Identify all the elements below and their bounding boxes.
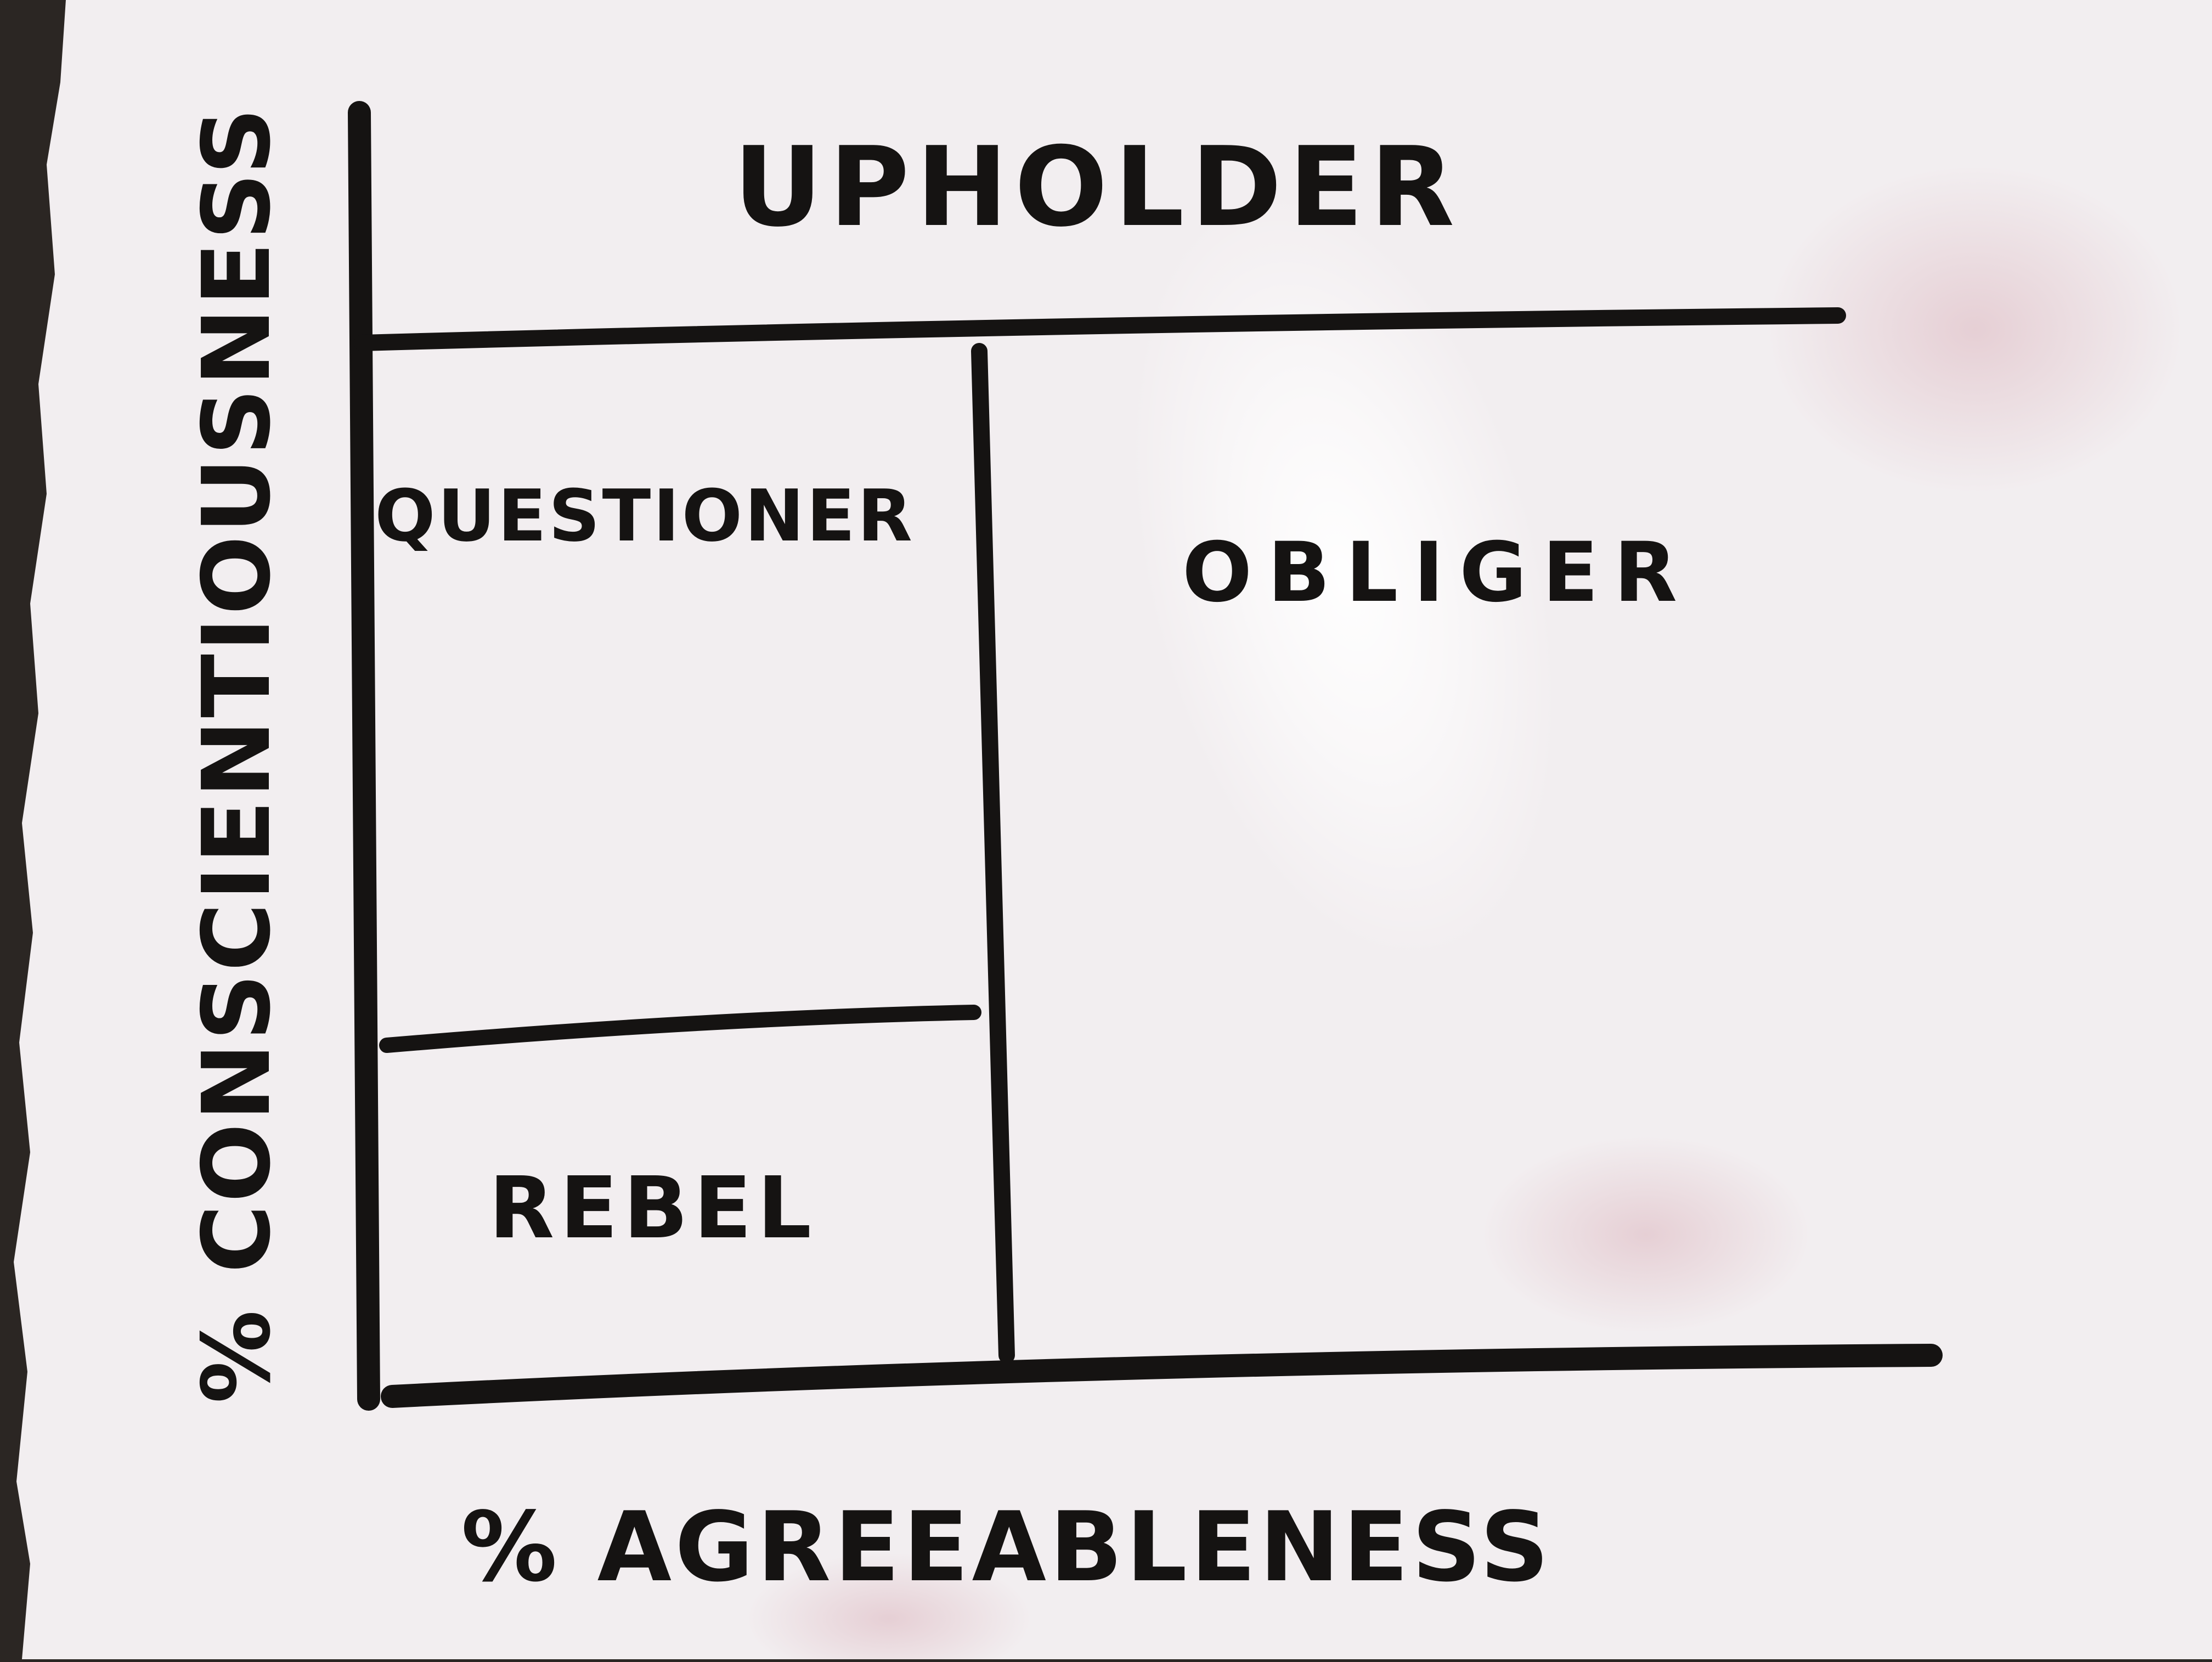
y-axis-line [348,101,380,1411]
rebel-label: REBEL [489,1158,817,1258]
ink-smudge [1481,1136,1810,1333]
rebel-divider-line [379,1005,981,1053]
x-axis-label: % AGREEABLENESS [461,1492,1552,1603]
obliger-divider-line [971,343,1015,1364]
x-axis-line [381,1344,1943,1408]
y-axis-label: % CONSCIENTIOUSNESS [183,105,291,1404]
obliger-label: OBLIGER [1182,525,1692,621]
light-glare [1130,189,1559,963]
diagram-lines [348,101,1943,1411]
ink-smudge [746,1553,1031,1662]
upholder-divider-line [354,307,1846,351]
upholder-label: UPHOLDER [733,123,1461,251]
questioner-label: QUESTIONER [375,474,915,557]
ink-smudge [1767,165,2183,494]
